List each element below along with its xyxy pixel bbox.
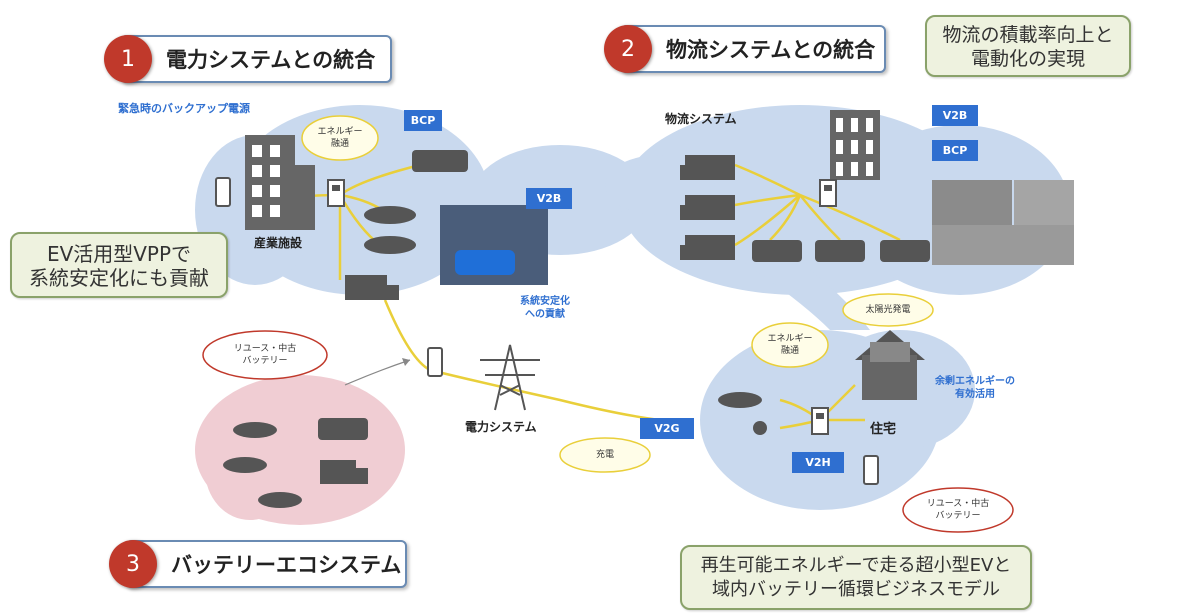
note-micro-ev: 再生可能エネルギーで走る超小型EVと 域内バッテリー循環ビジネスモデル bbox=[680, 545, 1032, 610]
battery-icon-left bbox=[215, 177, 231, 207]
header-battery-ecosystem: 3 バッテリーエコシステム bbox=[109, 540, 407, 588]
logistics-photo-1 bbox=[932, 180, 1012, 225]
header-title: 物流システムとの統合 bbox=[666, 38, 876, 62]
tag-bcp-left: BCP bbox=[404, 110, 442, 131]
tag-v2g: V2G bbox=[640, 418, 694, 439]
label-backup-power: 緊急時のバックアップ電源 bbox=[118, 102, 250, 115]
vehicle-icons bbox=[223, 150, 930, 508]
note-vpp: EV活用型VPPで 系統安定化にも貢献 bbox=[10, 232, 228, 298]
pink-speech-bubbles bbox=[202, 330, 1014, 533]
logistics-photo-2 bbox=[1014, 180, 1074, 225]
label-surplus-energy: 余剰エネルギーの 有効活用 bbox=[935, 376, 1015, 400]
step-number-badge: 1 bbox=[104, 35, 152, 83]
header-logistics-integration: 2 物流システムとの統合 bbox=[604, 25, 886, 73]
factory-building-icon bbox=[245, 135, 315, 230]
note-logistics-goal: 物流の積載率向上と 電動化の実現 bbox=[925, 15, 1131, 77]
bubble-energy-right: エネルギー 融通 bbox=[767, 334, 813, 356]
speech-bubbles bbox=[301, 115, 934, 473]
logistics-photo-3 bbox=[932, 225, 1074, 265]
bubble-energy-left: エネルギー 融通 bbox=[317, 127, 363, 149]
header-power-integration: 1 電力システムとの統合 bbox=[104, 35, 392, 83]
house-icon bbox=[855, 330, 925, 400]
tag-bcp-right: BCP bbox=[932, 140, 978, 161]
label-power-system: 電力システム bbox=[465, 420, 537, 434]
charger-icon-logistics bbox=[819, 179, 837, 207]
label-house: 住宅 bbox=[870, 422, 897, 437]
bubble-reuse-left: リユース・中古 バッテリー bbox=[233, 344, 297, 366]
charger-icon-house bbox=[811, 407, 829, 435]
step-number-badge: 3 bbox=[109, 540, 157, 588]
battery-icon-center bbox=[427, 347, 443, 377]
label-logistics: 物流システム bbox=[665, 112, 737, 126]
step-number-badge: 2 bbox=[604, 25, 652, 73]
power-tower-icon bbox=[480, 344, 540, 411]
label-industrial: 産業施設 bbox=[254, 236, 303, 250]
bubble-charging: 充電 bbox=[595, 450, 614, 460]
bubble-reuse-right: リユース・中古 バッテリー bbox=[926, 499, 990, 521]
tag-v2b-mid: V2B bbox=[526, 188, 572, 209]
header-title: バッテリーエコシステム bbox=[171, 553, 402, 577]
tag-v2b-right: V2B bbox=[932, 105, 978, 126]
battery-icon-house bbox=[863, 455, 879, 485]
charger-icon-left bbox=[327, 179, 345, 207]
header-title: 電力システムとの統合 bbox=[166, 48, 376, 72]
office-building-icon bbox=[830, 110, 880, 180]
label-grid-stabilize: 系統安定化 への貢献 bbox=[520, 296, 570, 320]
arrow-line bbox=[344, 359, 411, 386]
tag-v2h: V2H bbox=[792, 452, 844, 473]
bubble-solar: 太陽光発電 bbox=[865, 305, 911, 315]
